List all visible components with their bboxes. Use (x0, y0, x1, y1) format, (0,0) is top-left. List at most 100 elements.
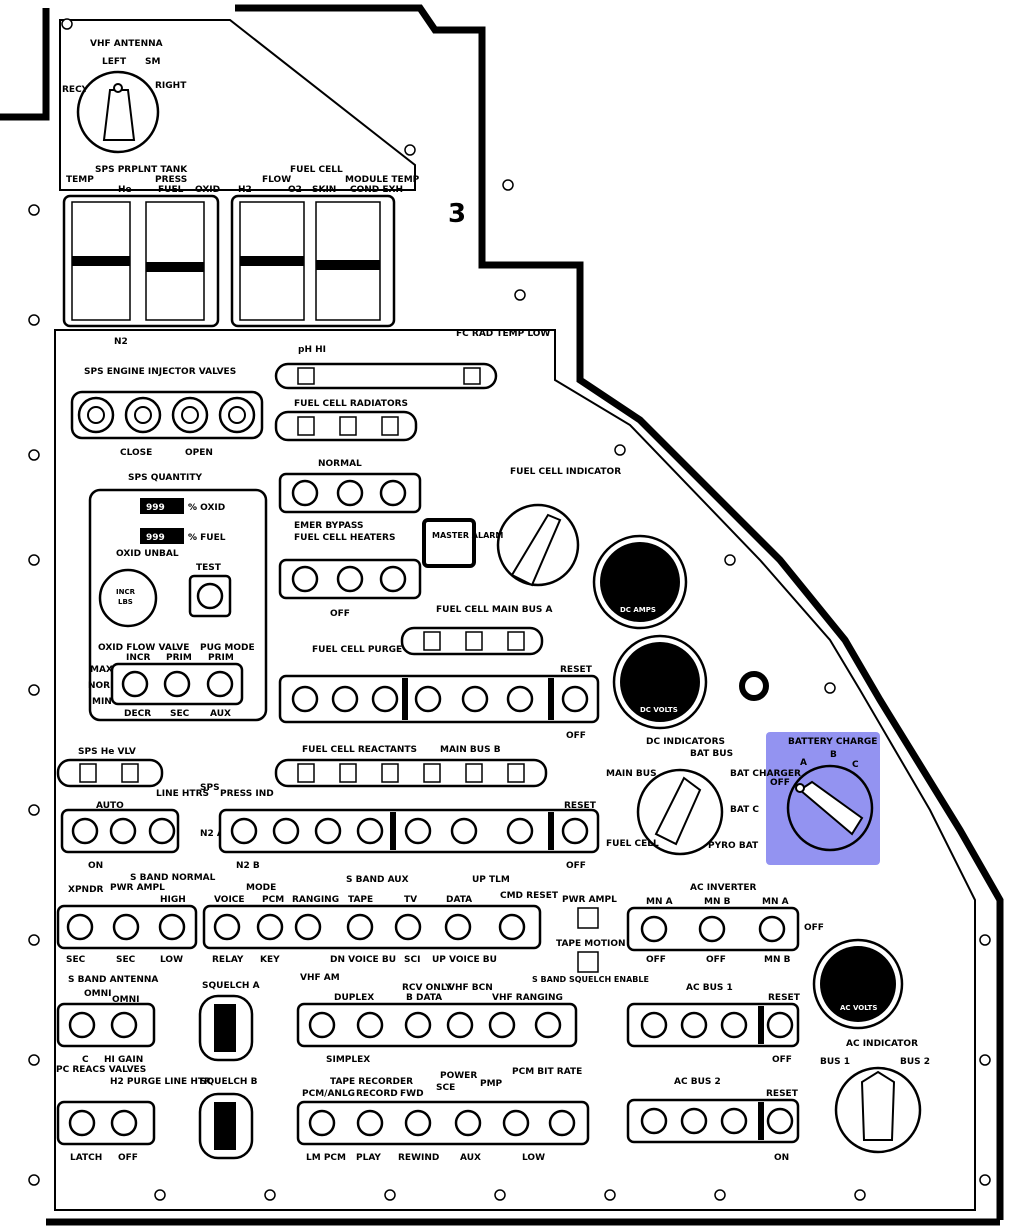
squelch-a-label: SQUELCH A (202, 981, 260, 991)
oxid-flow-valve-label: OXID FLOW VALVE (98, 643, 189, 653)
tape-recorder-switches[interactable] (308, 1109, 576, 1137)
skin-label: SKIN (312, 185, 336, 195)
sps-he-vlv-2[interactable] (121, 763, 139, 783)
tape-label: TAPE (348, 895, 373, 905)
dc-indicators-selector[interactable] (636, 768, 724, 856)
off-label-sps: OFF (566, 861, 586, 871)
fc-main-bus-a-3[interactable] (507, 631, 525, 651)
fc-radiator-2[interactable] (339, 416, 357, 436)
master-alarm-label: MASTER ALARM (432, 531, 503, 540)
fuel-digits (140, 528, 184, 544)
n2-a-label: N2 A (200, 829, 224, 839)
s-band-normal-switches[interactable] (66, 913, 526, 941)
off-label-reset: OFF (566, 731, 586, 741)
oxid-flow-valve-switches[interactable] (121, 670, 234, 698)
flow-label: FLOW (262, 175, 291, 185)
module-temp-label: MODULE TEMP (345, 175, 420, 185)
fuel-cell-heater-switches[interactable] (291, 565, 407, 593)
pcm-bit-rate-label: PCM BIT RATE (512, 1067, 582, 1077)
vhf-am-label: VHF AM (300, 973, 340, 983)
vhf-am-switches[interactable] (308, 1011, 562, 1039)
s-band-antenna-switches[interactable] (68, 1011, 138, 1039)
s-band-normal-label: S BAND NORMAL (130, 873, 216, 883)
reset-label-ac2: RESET (766, 1089, 799, 1099)
panel-number: 3 (448, 199, 466, 229)
fuel-cell-radiators-label: FUEL CELL RADIATORS (294, 399, 408, 409)
pwr-ampl-indicator-label: PWR AMPL (562, 895, 617, 905)
fuel-cell-switch-row-1[interactable] (291, 479, 407, 507)
vhf-antenna-selector[interactable]: VHF ANTENNA LEFT SM RECY RIGHT (62, 39, 187, 154)
fuel-cell-indicator-selector[interactable] (496, 503, 580, 587)
prim-label-2: PRIM (208, 653, 234, 663)
fwd-label: FWD (400, 1089, 424, 1099)
auto-label: AUTO (96, 801, 124, 811)
fc-radiator-1[interactable] (297, 416, 315, 436)
rcv-only-label: RCV ONLY (402, 983, 452, 993)
simplex-label: SIMPLEX (326, 1055, 370, 1065)
oxid-unbal-label: OXID UNBAL (116, 549, 179, 559)
c-label: C (82, 1055, 89, 1065)
ac-bus-1-switches[interactable] (640, 1011, 794, 1039)
emer-bypass-label: EMER BYPASS (294, 521, 364, 531)
lbs-label: LBS (118, 598, 133, 606)
sps-quantity-label: SPS QUANTITY (128, 473, 203, 483)
sps-prplnt-tank-label: SPS PRPLNT TANK (95, 165, 188, 175)
sps-engine-injector-valves-label: SPS ENGINE INJECTOR VALVES (84, 367, 236, 377)
normal-label: NORMAL (318, 459, 362, 469)
battery-charge-selector[interactable] (786, 764, 874, 852)
mn-a-label-2: MN A (762, 897, 789, 907)
injector-valve-switches[interactable] (77, 396, 256, 434)
ac-inverter-switches[interactable] (640, 915, 786, 943)
low-label-tape: LOW (522, 1153, 545, 1163)
off-label-ac1: OFF (772, 1055, 792, 1065)
tape-recorder-label: TAPE RECORDER (330, 1077, 413, 1087)
pyro-bat-label: PYRO BAT (708, 841, 759, 851)
incr-dial-label: INCR (116, 588, 136, 596)
high-label: HIGH (160, 895, 186, 905)
aux-label-tape: AUX (460, 1153, 481, 1163)
ac-bus-1-label: AC BUS 1 (686, 983, 733, 993)
up-voice-bu-label: UP VOICE BU (432, 955, 497, 965)
test-switch[interactable] (196, 582, 224, 610)
rewind-label: REWIND (398, 1153, 439, 1163)
s-band-squelch-label: S BAND SQUELCH ENABLE (532, 975, 649, 984)
pcm-anlg-label: PCM/ANLG (302, 1089, 355, 1099)
sps-he-vlv-1[interactable] (79, 763, 97, 783)
sps-he-vlv-label: SPS He VLV (78, 747, 136, 757)
fc-main-bus-a-2[interactable] (465, 631, 483, 651)
fc-radiator-3[interactable] (381, 416, 399, 436)
oxid-unbal-gauge: INCR LBS (98, 568, 158, 628)
squelch-b-thumbwheel[interactable] (214, 1102, 236, 1150)
s-band-antenna-label: S BAND ANTENNA (68, 975, 158, 985)
n2-label: N2 (114, 337, 128, 347)
ac-volts-meter: AC VOLTS (812, 938, 904, 1030)
vhf-left-label: LEFT (102, 57, 127, 67)
ph-hi-indicator (297, 367, 315, 385)
ac-off-1: OFF (646, 955, 666, 965)
ac-bus-2-switches[interactable] (640, 1107, 794, 1135)
sps-press-switches[interactable] (230, 817, 589, 845)
fc-main-bus-a-1[interactable] (423, 631, 441, 651)
sps-he-switches[interactable] (71, 817, 176, 845)
pwr-ampl-indicator (577, 907, 599, 929)
test-label: TEST (196, 563, 222, 573)
bat-charger-label: BAT CHARGER (730, 769, 801, 779)
vhf-antenna-label: VHF ANTENNA (90, 39, 163, 49)
oxid-label: OXID (195, 185, 220, 195)
ac-indicator-selector[interactable] (834, 1066, 922, 1154)
oxid-digits-text: 999 (146, 503, 165, 513)
dc-indicator-lamp (739, 671, 769, 701)
tape-motion-indicator (577, 951, 599, 973)
omni-label-2: OMNI (112, 995, 140, 1005)
fuel-cell-purge-switches[interactable] (291, 685, 589, 713)
dc-amps-meter: DC AMPS (592, 534, 688, 630)
squelch-a-thumbwheel[interactable] (214, 1004, 236, 1052)
pcm-label: PCM (262, 895, 284, 905)
battery-off-label: OFF (770, 778, 790, 788)
ac-inverter-off-label: OFF (804, 923, 824, 933)
pc-reacs-switches[interactable] (68, 1109, 138, 1137)
cond-exh-label: COND EXH (350, 185, 403, 195)
sec-label-sband: SEC (66, 955, 86, 965)
master-alarm-button[interactable]: MASTER ALARM (422, 518, 503, 568)
tape-motion-label: TAPE MOTION (556, 939, 626, 949)
